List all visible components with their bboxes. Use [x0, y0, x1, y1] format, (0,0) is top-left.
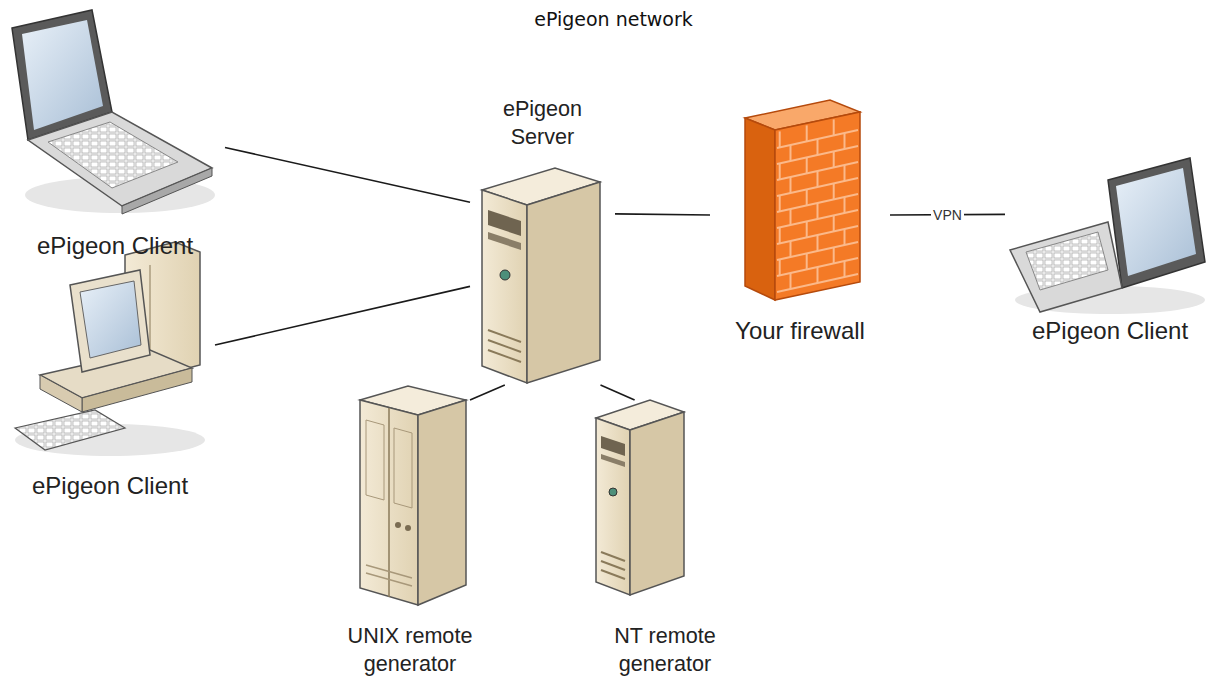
network-link [601, 385, 635, 400]
server-tower-icon [482, 168, 600, 383]
network-link [215, 286, 470, 345]
nt-tower-icon [596, 400, 684, 595]
nt-generator: NT remote generator [585, 400, 745, 678]
unix-generator: UNIX remote generator [330, 400, 490, 678]
diagram-title: ePigeon network [0, 8, 1227, 30]
network-link [225, 148, 470, 203]
client-laptop: ePigeon Client [1005, 150, 1215, 345]
unix-cabinet-icon [360, 386, 466, 605]
server-node: ePigeon Server [470, 95, 615, 385]
laptop-icon [1010, 158, 1205, 314]
desktop-icon [15, 242, 205, 456]
device-label: Your firewall [735, 317, 865, 345]
device-label: UNIX remote generator [330, 622, 490, 678]
firewall-icon [745, 100, 860, 300]
client-laptop: ePigeon Client [5, 10, 225, 260]
device-label: NT remote generator [585, 622, 745, 678]
client-desktop: ePigeon Client [5, 235, 215, 500]
device-label: ePigeon Client [1032, 317, 1188, 345]
network-link [615, 214, 710, 215]
device-label: ePigeon Server [470, 95, 615, 151]
device-label: ePigeon Client [32, 472, 188, 500]
firewall-node: Your firewall [710, 95, 890, 345]
link-label: VPN [931, 207, 964, 223]
laptop-icon [12, 10, 215, 214]
device-label: ePigeon Client [37, 232, 193, 260]
network-link [470, 385, 505, 400]
